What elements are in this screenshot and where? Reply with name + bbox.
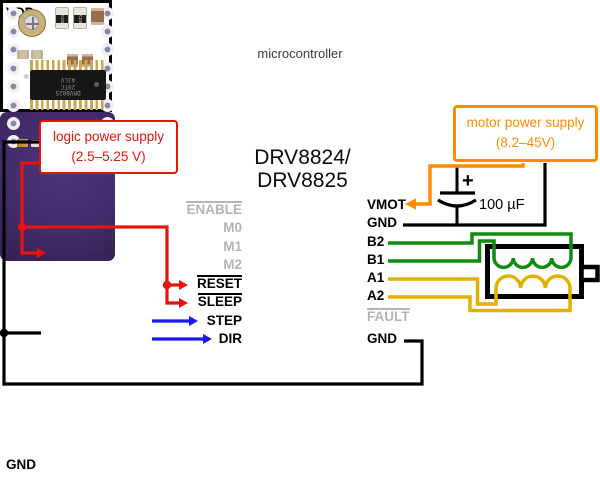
wire-gnd-motor-supply	[403, 163, 547, 227]
motor-power-supply-line1: motor power supply	[466, 115, 585, 130]
wire-b1	[388, 239, 496, 263]
pin-label-enable: ENABLE	[186, 201, 242, 217]
board-hole	[6, 116, 20, 130]
pin-label-step: STEP	[206, 313, 242, 328]
junction-dot-red-reset	[162, 280, 172, 290]
logic-power-supply-line2: (2.5–5.25 V)	[71, 149, 146, 165]
stepper-motor-body	[485, 244, 584, 299]
motor-coil-b	[492, 257, 573, 270]
wire-a1	[388, 277, 498, 306]
motor-coil-a	[494, 274, 572, 289]
capacitor-plus-sign: +	[462, 170, 474, 192]
pin-label-vmot: VMOT	[367, 197, 406, 212]
chip-title-line1: DRV8824/	[254, 146, 351, 169]
ic-pins-top	[30, 60, 106, 70]
stepper-motor-shaft	[579, 264, 600, 283]
board-hole	[6, 43, 20, 57]
logic-power-supply-line1: logic power supply	[52, 129, 165, 144]
chip-title: DRV8824/ DRV8825	[225, 146, 380, 192]
board-hole	[6, 80, 20, 94]
smd-component	[31, 50, 43, 59]
board-hole	[6, 24, 20, 38]
pin-label-b2: B2	[367, 234, 385, 249]
pin-label-m0: M0	[223, 220, 242, 235]
pin-label-a2: A2	[367, 288, 385, 303]
pin-label-m2: M2	[223, 257, 242, 272]
board-hole	[6, 61, 20, 75]
arrow-vmot	[405, 198, 416, 210]
logic-power-supply-box: logic power supply (2.5–5.25 V)	[39, 120, 178, 174]
smd-component	[17, 50, 29, 59]
pin-label-gnd-bottom: GND	[367, 331, 397, 346]
current-limit-trimpot	[18, 9, 46, 37]
driver-ic: AJLV 29TC DRV8825	[30, 70, 106, 100]
smd-component	[17, 139, 28, 147]
motor-power-supply-line2: (8.2–45V)	[495, 135, 556, 151]
pin-label-dir: DIR	[218, 331, 242, 346]
board-hole	[6, 6, 20, 20]
board-hole	[100, 43, 114, 57]
pin-label-b1: B1	[367, 252, 385, 267]
trimpot-screw	[24, 15, 39, 30]
pin-label-fault: FAULT	[367, 308, 410, 324]
motor-power-supply-box: motor power supply (8.2–45V)	[453, 105, 598, 162]
junction-dot-ground	[0, 328, 9, 338]
board-hole	[100, 24, 114, 38]
pin-label-gnd-top: GND	[367, 215, 397, 230]
arrow-dir	[203, 334, 212, 344]
ic-marking-line1: AJLV	[60, 75, 76, 83]
arrow-reset	[179, 280, 188, 290]
mcu-label: microcontroller	[257, 46, 343, 61]
ic-logo-dot	[94, 82, 99, 87]
pin-label-a1: A1	[367, 270, 385, 285]
arrow-step	[189, 316, 198, 326]
pin-label-sleep: SLEEP	[197, 293, 242, 309]
sense-resistor: R100	[73, 7, 87, 29]
pin-label-m1: M1	[223, 239, 242, 254]
arrow-sleep	[179, 298, 188, 308]
wire-a2	[388, 288, 572, 313]
chip-title-line2: DRV8825	[257, 169, 348, 193]
wire-b2	[388, 232, 573, 258]
board-hole	[6, 98, 20, 112]
pin-label-reset: RESET	[196, 275, 242, 291]
ic-marking-line3: DRV8825	[55, 89, 81, 97]
sense-resistor: R100	[55, 7, 69, 29]
capacitor-bottom-plate	[437, 198, 477, 208]
capacitor-value: 100 µF	[479, 197, 525, 213]
smd-capacitor	[91, 8, 104, 25]
mcu-pin-gnd: GND	[6, 457, 36, 472]
ic-pins-bottom	[30, 100, 106, 110]
board-via	[24, 74, 29, 79]
